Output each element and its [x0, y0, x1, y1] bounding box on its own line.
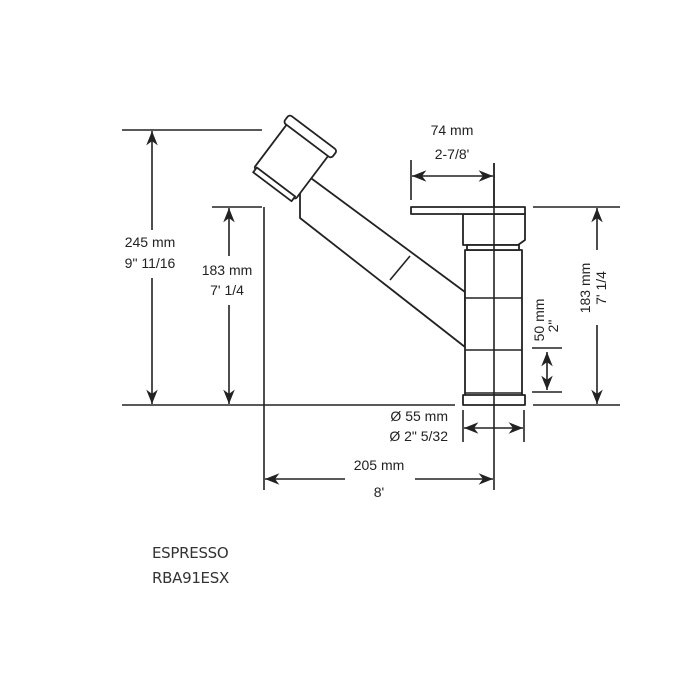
base-height-mm: 50 mm — [531, 299, 547, 342]
spout-height-in: 7' 1/4 — [210, 282, 244, 298]
total-height-mm: 245 mm — [125, 234, 176, 250]
spray-head — [252, 114, 337, 203]
faucet-outline — [252, 114, 526, 406]
lever-reach-mm: 74 mm — [431, 122, 474, 138]
body-height-mm: 183 mm — [577, 263, 593, 314]
model-number: RBA91ESX — [152, 569, 229, 587]
lever-reach-in: 2-7/8' — [435, 146, 470, 162]
lever-handle — [410, 206, 526, 215]
base-diameter-mm: Ø 55 mm — [390, 408, 448, 424]
base-height-in: 2" — [545, 320, 561, 333]
total-height-in: 9" 11/16 — [125, 255, 176, 271]
base-diameter-in: Ø 2" 5/32 — [389, 428, 448, 444]
dimension-arrows — [146, 131, 603, 485]
spout-hose — [299, 169, 466, 348]
spout-reach-in: 8' — [374, 484, 384, 500]
spout-reach-mm: 205 mm — [354, 457, 405, 473]
body-height-in: 7' 1/4 — [593, 271, 609, 305]
spout-height-mm: 183 mm — [202, 262, 253, 278]
finish-name: ESPRESSO — [152, 544, 229, 562]
